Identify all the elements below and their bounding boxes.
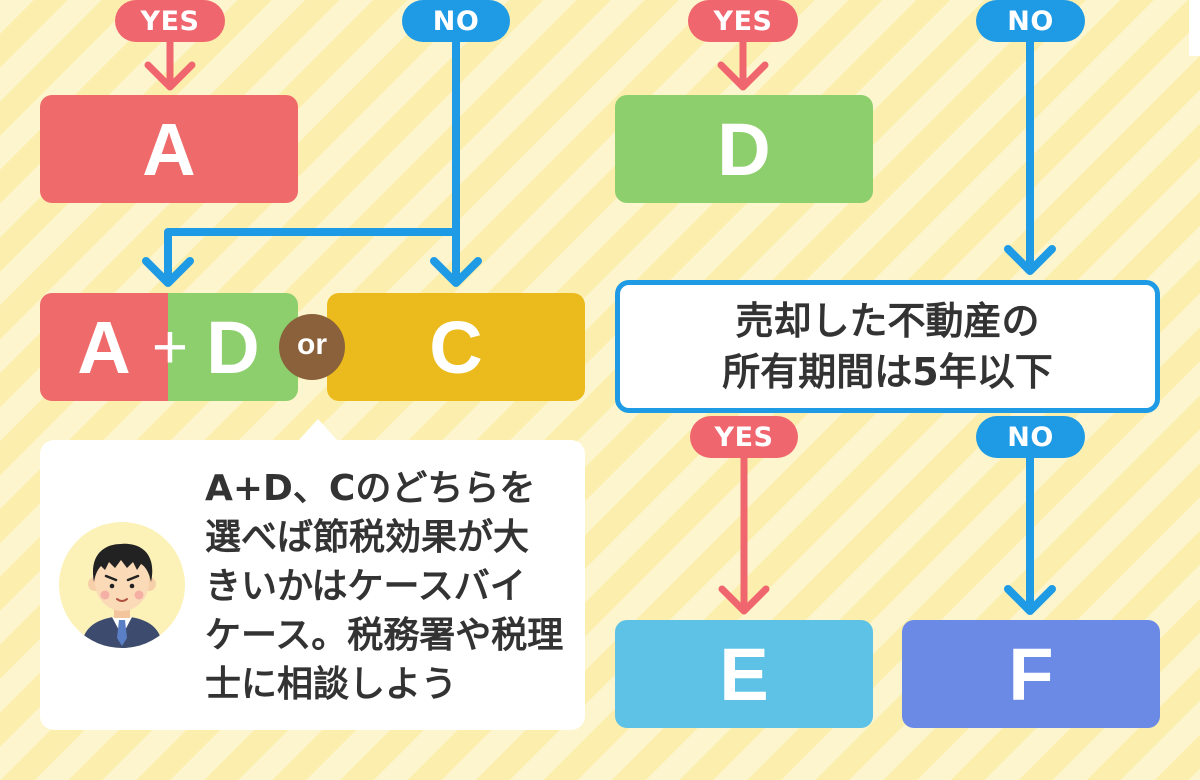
condition-yes-label: YES [690,416,798,458]
businessman-icon [81,543,163,648]
combo-right-half: D [168,293,298,401]
connector-yes-to-d [717,38,769,91]
advice-line: 選べば節税効果が大 [205,517,530,558]
condition-no-label: NO [976,416,1085,458]
no-label-left: NO [402,0,510,42]
combo-right-label: D [206,305,260,389]
combo-left-label: A [77,305,131,389]
condition-line: 所有期間は5年以下 [722,349,1053,394]
connector-condition-yes-to-e [718,454,770,615]
advice-line: 士に相談しよう [205,664,458,705]
combo-left-half: A [40,293,168,401]
result-box-a-plus-d: A D + [40,293,298,401]
advice-line: ケース。税務署や税理 [205,615,564,656]
or-badge: or [279,314,345,380]
yes-label-right: YES [688,0,798,42]
result-box-f: F [902,620,1160,728]
advice-line: きいかはケースバイ [205,566,526,607]
result-a-label: A [142,107,196,191]
result-e-label: E [719,632,769,716]
yes-label-left: YES [115,0,225,42]
result-box-c: C [327,293,585,401]
no-label-right: NO [976,0,1085,42]
bubble-pointer [298,419,338,441]
result-f-label: F [1008,632,1054,716]
avatar [59,522,185,648]
connector-no-to-condition [1004,38,1056,275]
connector-condition-no-to-f [1004,454,1056,615]
connector-no-trunk-left [430,38,482,287]
result-d-label: D [717,107,771,191]
connector-no-branch-to-a-plus-d [142,228,460,287]
result-box-a: A [40,95,298,203]
condition-box: 売却した不動産の 所有期間は5年以下 [615,280,1160,413]
plus-icon: + [151,312,189,382]
edge-panel [1189,0,1200,56]
connector-yes-to-a [144,38,196,91]
result-box-d: D [615,95,873,203]
advice-line: A+D、Cのどちらを [205,468,536,509]
result-box-e: E [615,620,873,728]
advice-text: A+D、Cのどちらを 選べば節税効果が大 きいかはケースバイ ケース。税務署や税… [205,464,585,709]
result-c-label: C [429,305,483,389]
condition-line: 売却した不動産の [735,298,1040,343]
